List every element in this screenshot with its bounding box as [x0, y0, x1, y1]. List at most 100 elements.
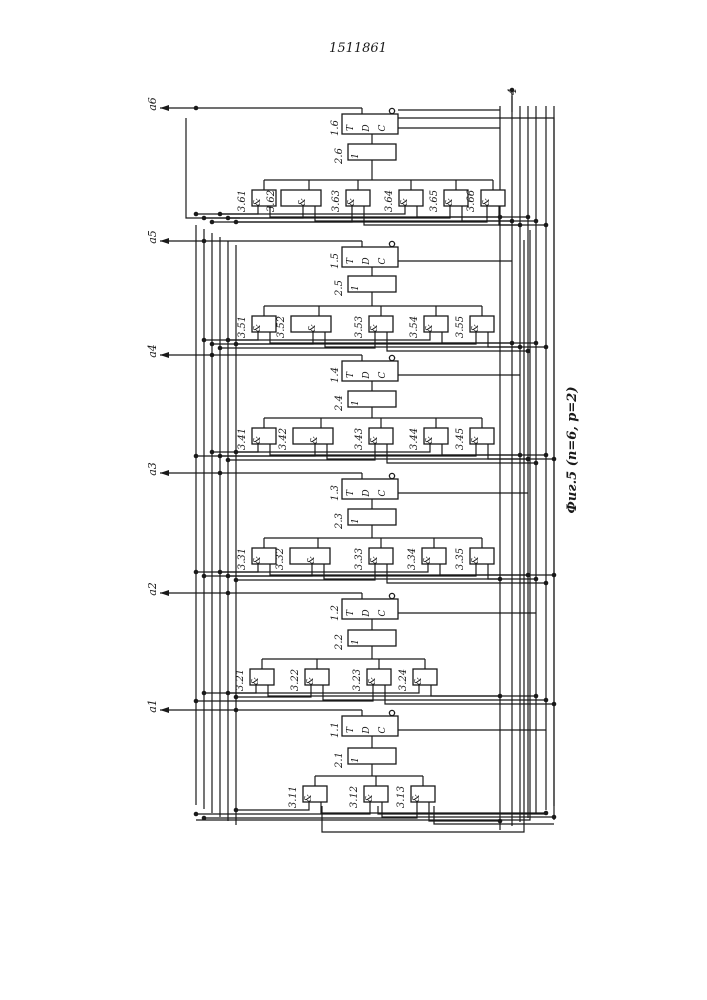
and-gate-symbol: &	[471, 436, 481, 444]
gate-input-wire	[385, 685, 554, 704]
trigger-pin-c: C	[378, 257, 388, 264]
and-gate-label: 3.31	[237, 548, 248, 570]
and-gate-label: 3.55	[455, 316, 466, 338]
trigger-pin-t: T	[346, 124, 356, 131]
gate-input-wire	[196, 802, 370, 814]
and-gate-symbol: &	[308, 324, 318, 332]
and-gate-label: 3.32	[275, 548, 286, 570]
junction-dot	[498, 577, 503, 582]
and-gate-symbol: &	[310, 436, 320, 444]
or-gate-label: 2.4	[334, 395, 345, 412]
and-gate-label: 3.63	[331, 190, 342, 212]
input-label: 4	[506, 88, 519, 96]
junction-dot	[534, 341, 539, 346]
gate-input-wire	[220, 444, 315, 456]
junction-dot	[194, 106, 199, 111]
or-gate-symbol: 1	[351, 518, 361, 524]
and-gate-label: 3.35	[455, 548, 466, 570]
trigger-label: 1.4	[330, 367, 341, 383]
trigger-pin-d: D	[362, 257, 372, 265]
and-gate-label: 3.33	[354, 548, 365, 570]
junction-dot	[202, 691, 207, 696]
trigger-pin-c: C	[378, 124, 388, 131]
and-gate-symbol: &	[445, 198, 455, 206]
and-gate-symbol: &	[370, 556, 380, 564]
junction-dot	[194, 699, 199, 704]
junction-dot	[544, 453, 549, 458]
and-gate-label: 3.24	[398, 669, 409, 691]
junction-dot	[534, 577, 539, 582]
gate-input-wire	[204, 206, 303, 218]
and-gate-symbol: &	[306, 677, 316, 685]
gate-input-wire	[236, 444, 430, 452]
or-gate-symbol: 1	[351, 153, 361, 159]
and-gate-symbol: &	[370, 324, 380, 332]
trigger-pin-t: T	[346, 609, 356, 616]
junction-dot	[194, 212, 199, 217]
and-gate-symbol: &	[304, 794, 314, 802]
inverted-clock-icon	[389, 355, 394, 360]
gate-input-wire	[429, 802, 500, 821]
junction-dot	[194, 812, 199, 817]
and-gate-label: 3.21	[235, 669, 246, 691]
junction-dot	[544, 698, 549, 703]
patent-number: 1511861	[329, 41, 387, 56]
junction-dot	[234, 342, 239, 347]
and-gate-symbol: &	[298, 198, 308, 206]
trigger-pin-d: D	[362, 609, 372, 617]
trigger-pin-t: T	[346, 489, 356, 496]
inverted-clock-icon	[389, 473, 394, 478]
junction-dot	[544, 811, 549, 816]
junction-dot	[534, 219, 539, 224]
or-gate-symbol: 1	[351, 639, 361, 645]
trigger-pin-c: C	[378, 609, 388, 616]
junction-dot	[234, 450, 239, 455]
or-gate-label: 2.2	[334, 634, 345, 651]
junction-dot	[210, 220, 215, 225]
and-gate-symbol: &	[251, 677, 261, 685]
trigger-pin-d: D	[362, 489, 372, 497]
and-gate-label: 3.44	[409, 428, 420, 450]
junction-dot	[498, 819, 503, 824]
gate-input-wire	[270, 444, 520, 455]
output-label-a3: a3	[146, 462, 159, 476]
inverted-clock-icon	[389, 108, 394, 113]
junction-dot	[202, 338, 207, 343]
junction-dot	[210, 450, 215, 455]
and-gate-symbol: &	[253, 436, 263, 444]
junction-dot	[226, 591, 231, 596]
and-gate-symbol: &	[253, 556, 263, 564]
and-gate-symbol: &	[482, 198, 492, 206]
junction-dot	[234, 808, 239, 813]
and-gate-symbol: &	[423, 556, 433, 564]
junction-dot	[202, 574, 207, 579]
and-gate-symbol: &	[368, 677, 378, 685]
and-gate-label: 3.62	[266, 190, 277, 212]
stage-5	[160, 238, 494, 332]
trigger-pin-t: T	[346, 371, 356, 378]
inverted-clock-icon	[389, 710, 394, 715]
junction-dot	[226, 338, 231, 343]
junction-dot	[210, 342, 215, 347]
gate-input-wire	[499, 206, 546, 225]
gate-input-wire	[196, 206, 258, 214]
and-gate-label: 3.43	[354, 428, 365, 450]
figure-caption: Фиг.5 (n=6, p=2)	[565, 387, 580, 514]
junction-dot	[544, 223, 549, 228]
and-gate-label: 3.52	[276, 316, 287, 338]
and-gate-label: 3.22	[290, 669, 301, 691]
output-label-a6: a6	[146, 97, 159, 111]
or-gate-label: 2.1	[334, 752, 345, 769]
junction-dot	[210, 353, 215, 358]
and-gate-label: 3.65	[429, 190, 440, 212]
junction-dot	[234, 220, 239, 225]
or-gate-label: 2.3	[334, 513, 345, 530]
circuit-diagram: 4TDC1.612.6a6&3.61&3.62&3.63&3.64&3.65&3…	[146, 88, 556, 832]
and-gate-symbol: &	[425, 324, 435, 332]
junction-dot	[544, 581, 549, 586]
output-label-a5: a5	[146, 230, 159, 244]
trigger-pin-c: C	[378, 489, 388, 496]
and-gate-label: 3.66	[466, 189, 477, 212]
and-gate-label: 3.13	[396, 786, 407, 808]
